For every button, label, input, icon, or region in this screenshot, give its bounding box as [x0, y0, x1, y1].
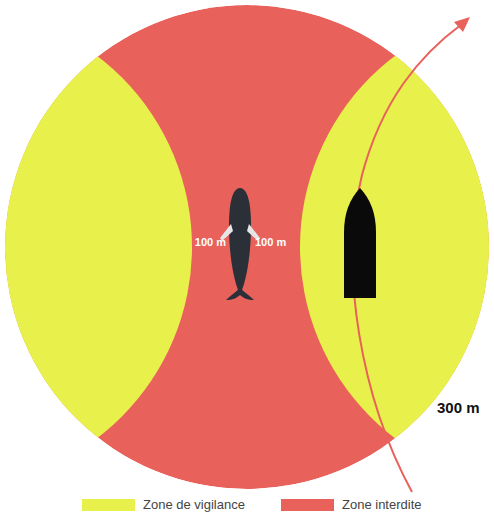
trajectory-arrowhead	[454, 17, 470, 32]
distance-label: 300 m	[437, 400, 480, 415]
distance-label: 100 m	[255, 237, 286, 248]
legend-label: Zone de vigilance	[143, 497, 245, 512]
legend-entry: Zone interdite	[281, 497, 422, 512]
vigilance-zone-right	[300, 7, 494, 487]
legend-label: Zone interdite	[342, 497, 422, 512]
legend-swatch	[82, 499, 135, 511]
whale	[220, 188, 260, 300]
boat	[344, 188, 376, 298]
distance-label: 100 m	[195, 237, 226, 248]
vigilance-zone-left	[0, 7, 192, 487]
legend-swatch	[281, 499, 334, 511]
legend-entry: Zone de vigilance	[82, 497, 245, 512]
